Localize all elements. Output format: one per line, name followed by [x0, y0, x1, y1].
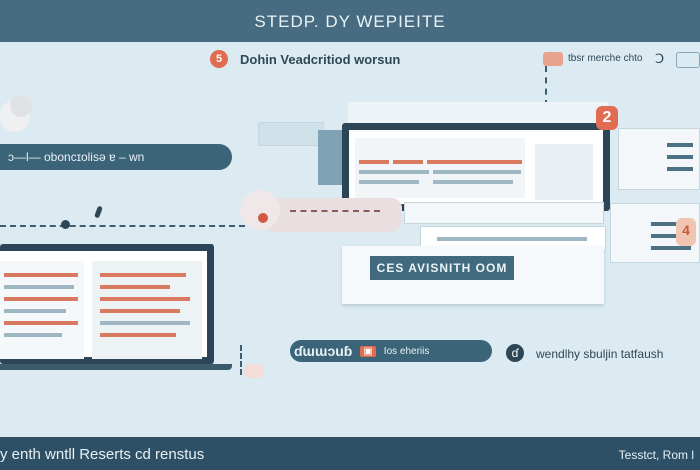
handle-stitch: [290, 210, 380, 214]
laptop-base: [0, 364, 232, 370]
content-line: [651, 246, 691, 250]
left-step-text: ɔ—l— oboncɪolisə ɐ – wn: [8, 150, 145, 164]
monitor-sidebar: [535, 144, 593, 200]
cursor-hand-icon: [244, 364, 264, 378]
content-line: [100, 285, 170, 289]
content-line: [4, 333, 62, 337]
tag-icon: [543, 52, 563, 66]
side-panel: [618, 128, 700, 190]
content-line: [651, 222, 691, 226]
content-line: [4, 321, 78, 325]
mini-panel: [318, 130, 342, 185]
step-4-badge: 4: [676, 218, 696, 246]
return-arrow-icon: Ↄ: [655, 51, 665, 66]
content-line: [4, 285, 74, 289]
hand-icon: [240, 190, 280, 230]
content-line: [433, 170, 521, 174]
left-step-bar: ɔ—l— oboncɪolisə ɐ – wn: [0, 144, 232, 170]
center-banner: CES AVISNITH OOM: [370, 256, 514, 280]
page-title: STEDP. DY WEPIEITE: [254, 12, 446, 31]
content-line: [100, 321, 190, 325]
content-line: [100, 333, 176, 337]
content-line: [427, 160, 522, 164]
step-5-label: Dohin Veadcritiod worsun: [240, 52, 401, 67]
content-line: [4, 309, 66, 313]
bottom-step-subtext: Ios eheriis: [383, 345, 430, 357]
hand-dot: [258, 213, 268, 223]
step-5-badge: 5: [210, 50, 228, 68]
content-line: [667, 155, 693, 159]
content-line: [359, 160, 389, 164]
content-line: [433, 180, 513, 184]
connector-line: [240, 345, 242, 375]
content-line: [667, 167, 693, 171]
connector-line: [545, 66, 547, 106]
footer-bar: y enth wntll Reserts cd renstus Tesstct,…: [0, 437, 700, 470]
monitor-header: [348, 102, 608, 126]
info-icon: ɗ: [506, 344, 524, 362]
top-right-label: tbsr merche chto: [568, 53, 643, 64]
content-line: [100, 273, 186, 277]
content-line: [100, 297, 190, 301]
bottom-step-text: ɗɯɯɔuɓ: [294, 343, 353, 359]
content-line: [651, 234, 691, 238]
content-line: [4, 297, 78, 301]
cloud-icon: [10, 95, 32, 117]
drag-handle[interactable]: [264, 198, 402, 232]
marker-dot: [61, 220, 70, 229]
content-line: [393, 160, 423, 164]
card-panel: [404, 202, 604, 224]
content-line: [437, 237, 587, 241]
header-bar: STEDP. DY WEPIEITE: [0, 0, 700, 42]
left-laptop: [0, 244, 214, 364]
bottom-step-bar: ɗɯɯɔuɓ ▣ Ios eheriis: [290, 340, 492, 362]
marker-tick: [94, 205, 103, 219]
content-line: [4, 273, 78, 277]
connector-line: [0, 225, 245, 227]
footer-left-text: y enth wntll Reserts cd renstus: [0, 446, 205, 463]
monitor-content: [355, 138, 525, 198]
tag-icon: ▣: [360, 345, 376, 357]
content-line: [359, 170, 429, 174]
content-line: [359, 180, 419, 184]
content-line: [667, 143, 693, 147]
step-2-badge: 2: [596, 106, 618, 130]
mini-panel: [258, 122, 324, 146]
window-icon: [676, 52, 700, 68]
content-line: [100, 309, 180, 313]
footer-right-text: Tesstct, Rom l: [618, 448, 694, 462]
right-caption: wendlhy sbuljin tatfaush: [536, 347, 664, 361]
